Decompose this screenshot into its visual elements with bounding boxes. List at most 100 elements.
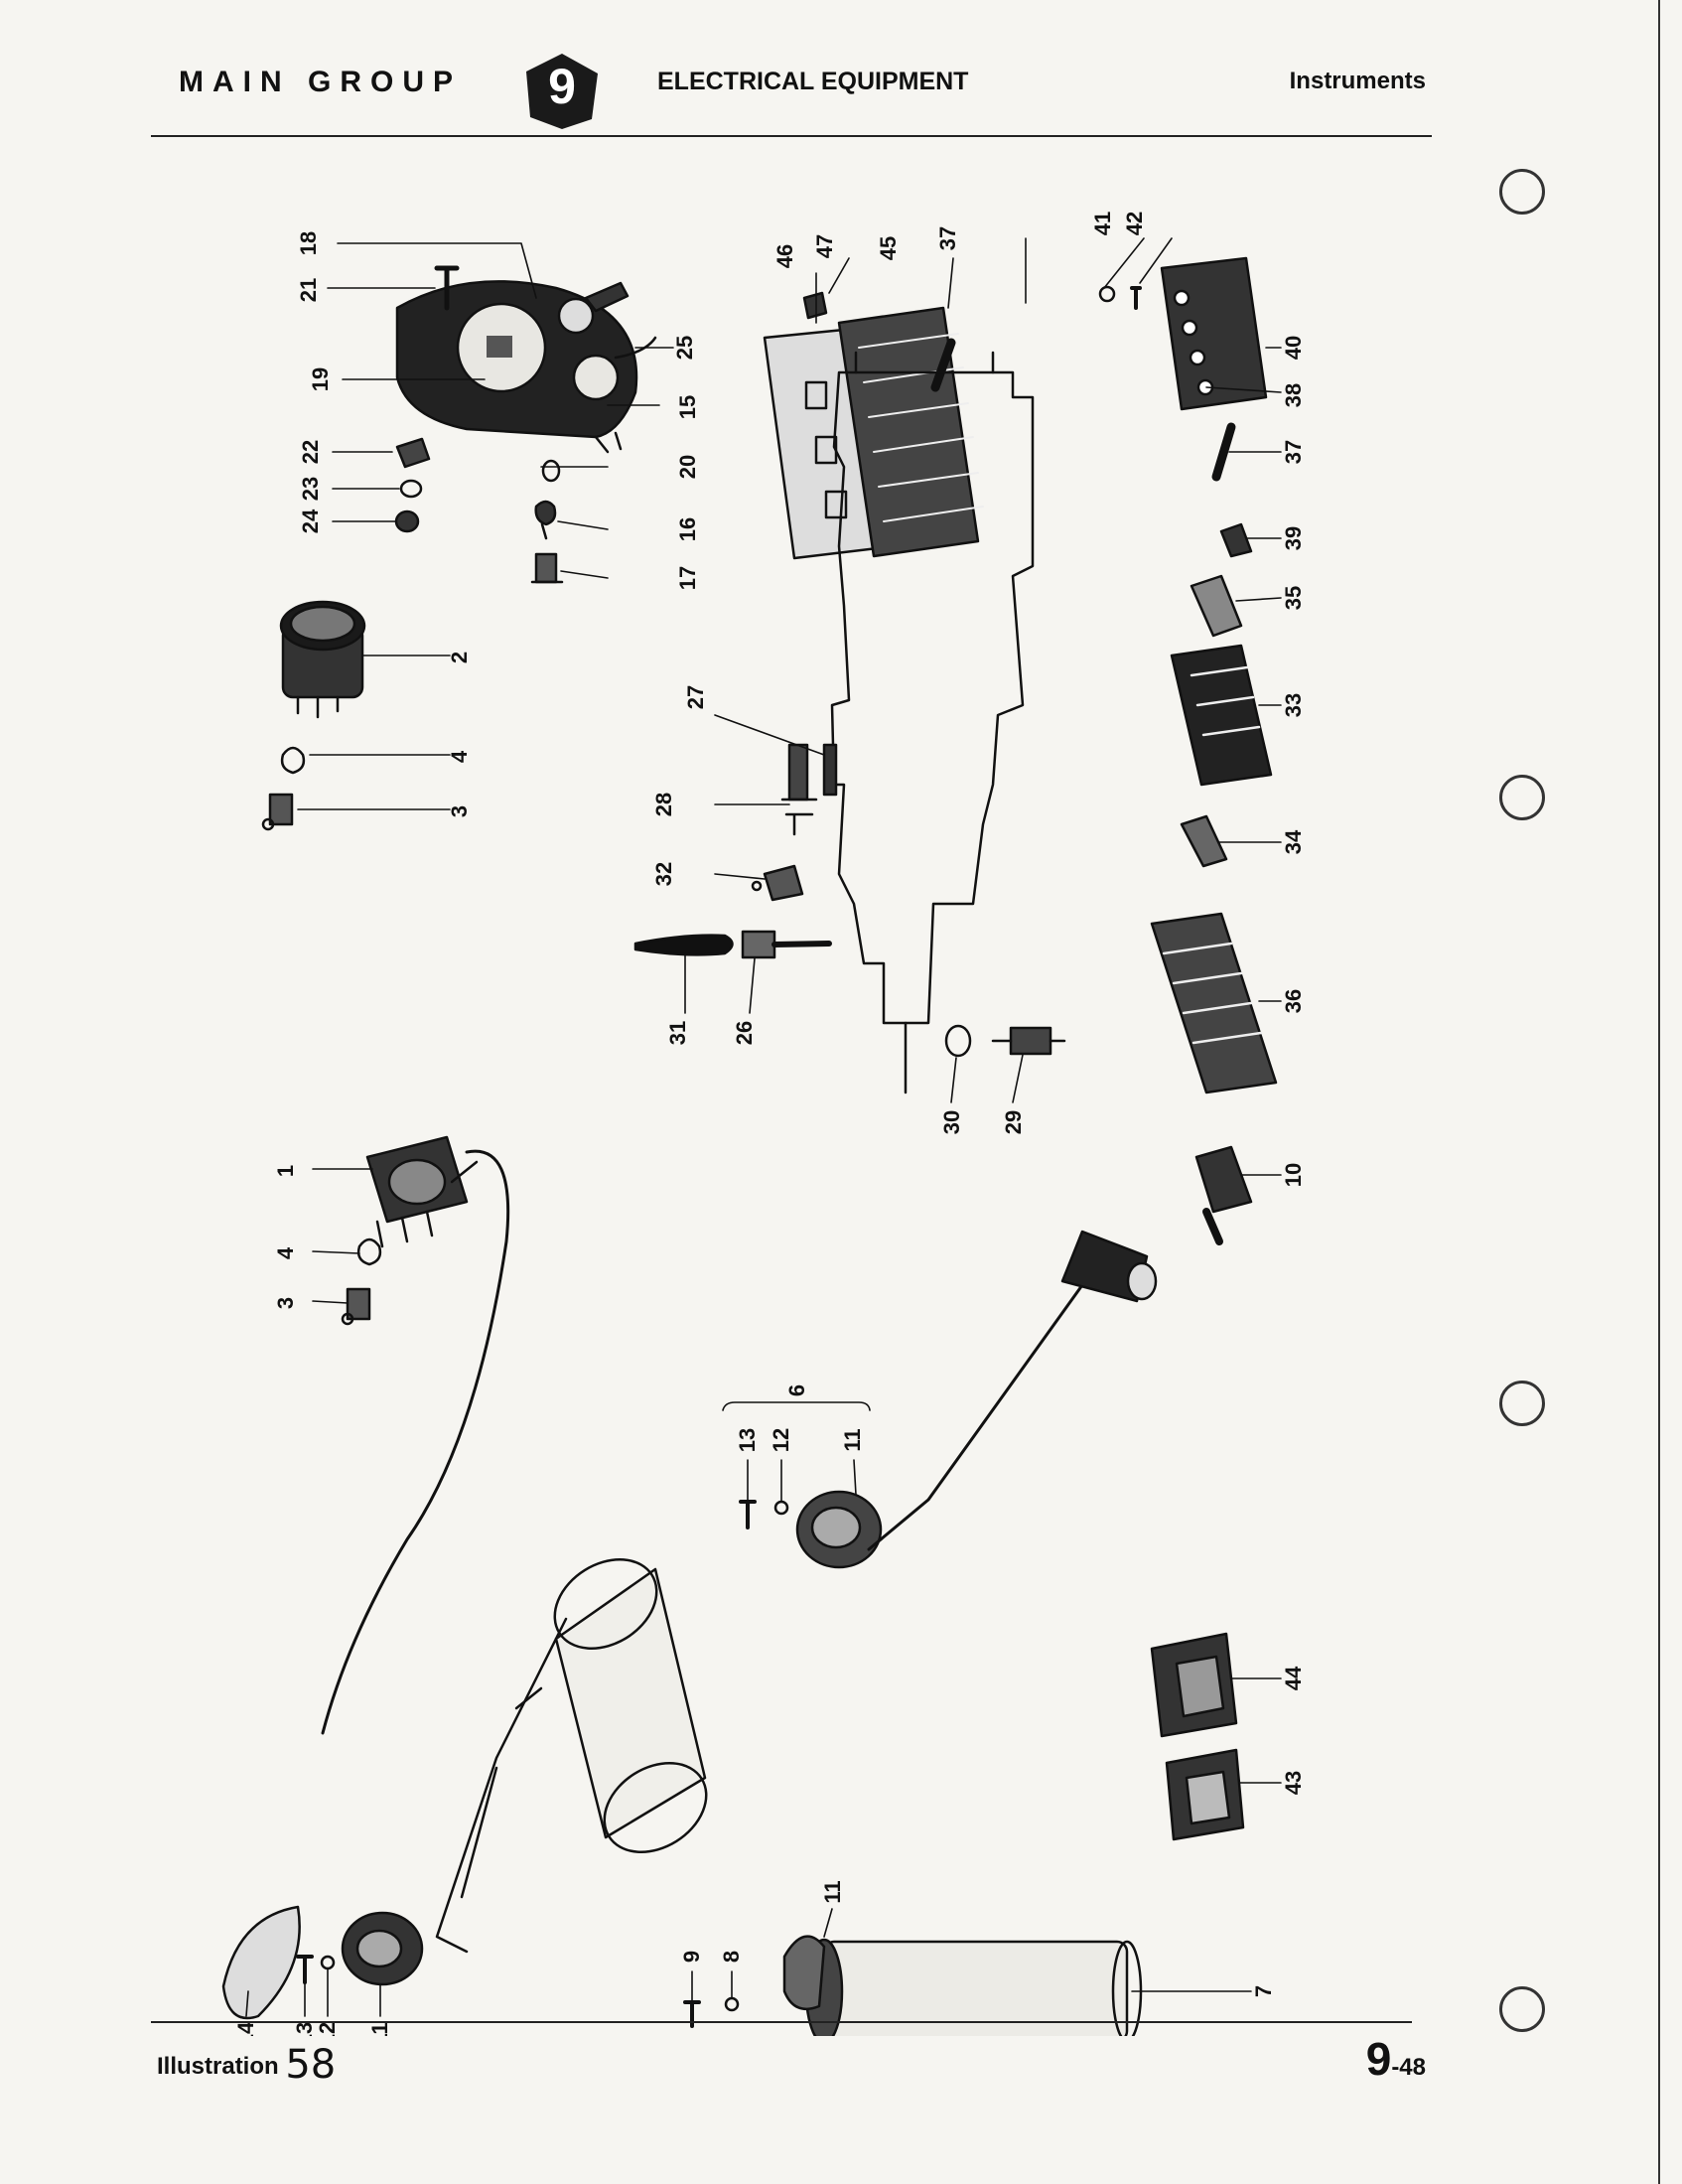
warning-lamp-43 (1165, 1748, 1245, 1841)
oil-pressure-switch-10 (1194, 1145, 1253, 1245)
callout-2: 2 (447, 652, 472, 663)
punch-hole-2 (1499, 775, 1545, 820)
float-arm (435, 1617, 568, 1954)
callout-31: 31 (665, 1021, 690, 1045)
callout-8: 8 (719, 1951, 744, 1963)
punch-hole-3 (1499, 1381, 1545, 1426)
terminal-block-40 (1160, 256, 1268, 411)
connector-35 (1190, 574, 1243, 638)
washer-12b (320, 1955, 336, 1970)
fuel-sender-5 (341, 1911, 424, 1986)
badge-shape-icon (526, 54, 598, 129)
callout-19: 19 (308, 367, 333, 391)
section-title: ELECTRICAL EQUIPMENT (657, 68, 969, 95)
connector-32 (751, 864, 804, 902)
warning-lamp-44 (1150, 1632, 1238, 1738)
bulb-4a (280, 746, 306, 775)
socket-17 (530, 552, 564, 584)
callout-15: 15 (675, 395, 700, 419)
group-number-badge: 9 (522, 52, 602, 131)
fuse-37a (930, 338, 956, 392)
callout-9: 9 (679, 1951, 704, 1963)
callout-45: 45 (876, 236, 901, 260)
callout-3a: 3 (447, 805, 472, 817)
callout-16: 16 (675, 517, 700, 541)
callout-22: 22 (298, 440, 323, 464)
callout-leader-lines (245, 237, 1282, 2017)
callout-7: 7 (1251, 1985, 1276, 1997)
sender-27 (822, 743, 838, 797)
callout-4a: 4 (447, 750, 472, 763)
ring-20 (541, 459, 561, 483)
callout-11a: 11 (840, 1428, 865, 1451)
callout-21: 21 (296, 278, 321, 302)
callout-3b: 3 (273, 1297, 298, 1309)
callout-43: 43 (1281, 1771, 1306, 1795)
callout-10: 10 (1281, 1163, 1306, 1187)
cap-31 (633, 934, 734, 956)
screw-42 (1130, 286, 1142, 310)
page-number-sub: -48 (1391, 2054, 1426, 2081)
binder-edge (1658, 0, 1660, 2184)
washer-23 (399, 479, 423, 499)
callout-35: 35 (1281, 586, 1306, 610)
callout-4b: 4 (273, 1246, 298, 1259)
callout-46: 46 (772, 244, 797, 268)
callout-1: 1 (273, 1165, 298, 1177)
illustration-label: Illustration (157, 2053, 279, 2080)
callout-20: 20 (675, 455, 700, 479)
callout-44: 44 (1281, 1666, 1306, 1690)
callout-18: 18 (296, 231, 321, 255)
screw-41 (1098, 285, 1116, 303)
sender-28 (780, 743, 818, 836)
callout-33: 33 (1281, 693, 1306, 717)
gauge-2 (279, 600, 366, 719)
callout-37a: 37 (935, 226, 960, 250)
sensor-26 (741, 930, 832, 959)
page-header: MAIN GROUP 9 ELECTRICAL EQUIPMENT Instru… (149, 52, 1430, 151)
callout-14: 14 (233, 2021, 258, 2036)
callout-26: 26 (732, 1021, 757, 1045)
callout-47: 47 (812, 234, 837, 258)
cap-14 (221, 1905, 301, 2020)
washer-8 (724, 1996, 740, 2012)
callout-11b: 11 (367, 2022, 392, 2036)
illustration-number: 58 (285, 2042, 337, 2088)
callout-12b: 12 (315, 2022, 340, 2036)
mount-plate-22 (395, 437, 431, 469)
nut-24 (394, 510, 420, 533)
punch-hole-4 (1499, 1986, 1545, 2032)
washer-12a (773, 1500, 789, 1516)
callout-29: 29 (1001, 1110, 1026, 1134)
callout-17: 17 (675, 566, 700, 590)
plug-34 (1180, 814, 1228, 868)
socket-3b (341, 1287, 371, 1326)
callout-28: 28 (651, 793, 676, 816)
callout-38: 38 (1281, 383, 1306, 407)
speedometer-1 (365, 1135, 479, 1248)
float-tube (460, 1558, 708, 1899)
callout-24: 24 (298, 509, 323, 533)
tank-sender-7 (782, 1935, 1143, 2036)
callout-13b: 13 (292, 2022, 317, 2036)
terminal-block-33 (1170, 644, 1273, 787)
fuse-37b (1211, 422, 1236, 482)
clip-39 (1219, 522, 1253, 558)
callout-36: 36 (1281, 989, 1306, 1013)
callout-30: 30 (939, 1110, 964, 1134)
bulb-4b (356, 1238, 382, 1266)
bulb-16 (534, 500, 557, 540)
socket-3a (261, 793, 294, 831)
callout-37b: 37 (1281, 440, 1306, 464)
screw-13a (739, 1500, 757, 1529)
callout-42: 42 (1122, 212, 1147, 235)
callout-34: 34 (1281, 829, 1306, 854)
callout-32: 32 (651, 862, 676, 886)
punch-hole-1 (1499, 169, 1545, 215)
footer-rule (151, 2021, 1412, 2023)
header-rule (151, 135, 1432, 137)
callout-39: 39 (1281, 526, 1306, 550)
switch-29 (991, 1026, 1066, 1056)
callout-11c: 11 (820, 1880, 845, 1903)
illustration-caption: Illustration 58 (157, 2042, 336, 2088)
